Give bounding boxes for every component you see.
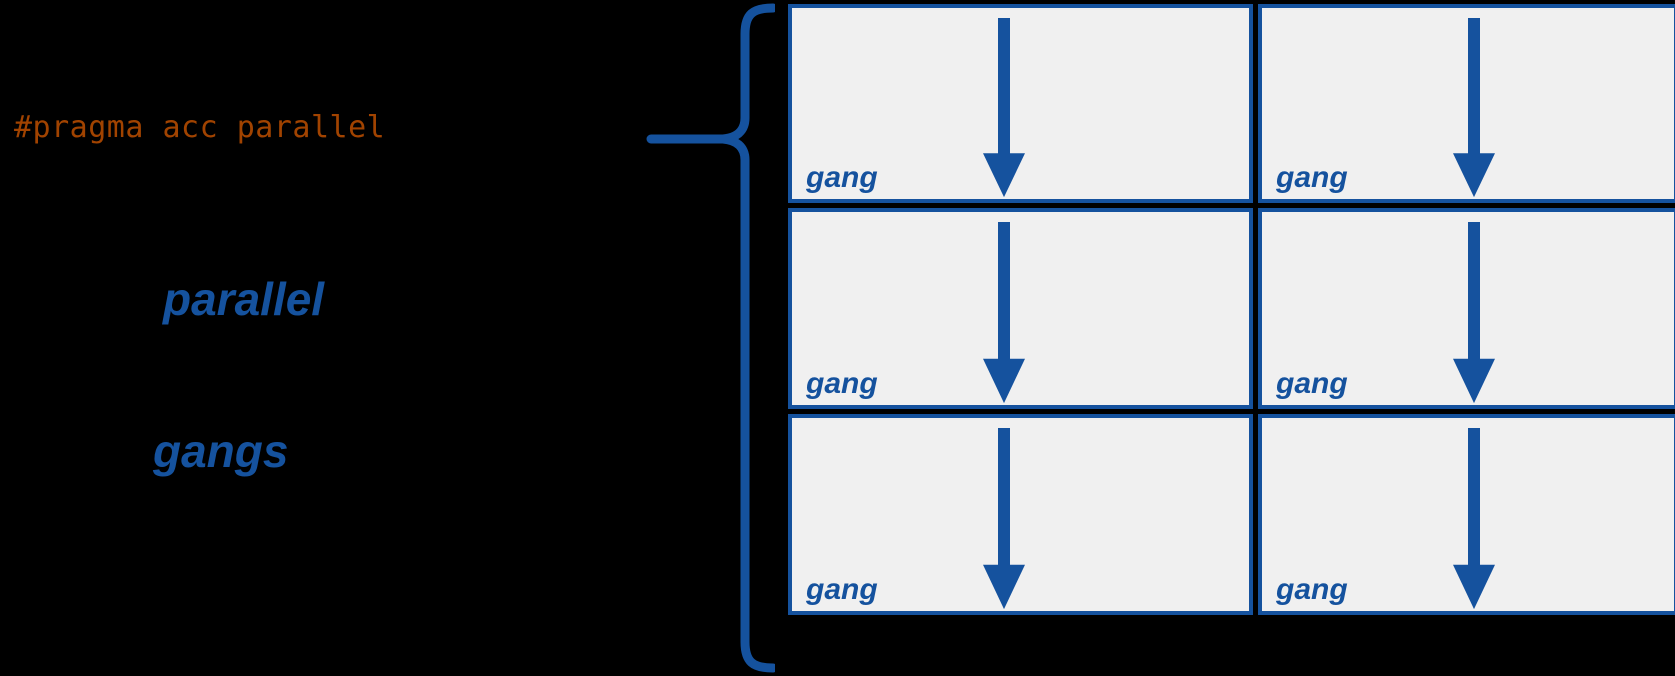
gang-box[interactable]: gang — [1258, 208, 1675, 409]
gang-label: gang — [806, 161, 878, 194]
gang-box[interactable]: gang — [788, 4, 1253, 203]
grouping-brace — [645, 0, 775, 676]
gang-box[interactable]: gang — [788, 208, 1253, 409]
down-arrow-icon — [982, 428, 1026, 611]
down-arrow-icon — [1452, 18, 1496, 199]
pragma-code-text: #pragma acc parallel — [14, 110, 386, 145]
brace-path — [646, 3, 775, 673]
gang-label: gang — [1276, 573, 1348, 606]
down-arrow-icon — [982, 222, 1026, 405]
down-arrow-icon — [1452, 222, 1496, 405]
gang-label: gang — [1276, 367, 1348, 400]
keyword-label-parallel: parallel — [163, 273, 325, 325]
gang-box[interactable]: gang — [1258, 414, 1675, 615]
gang-label: gang — [806, 367, 878, 400]
gang-grid: gang gang gang gang — [788, 4, 1675, 615]
gang-label: gang — [806, 573, 878, 606]
gang-label: gang — [1276, 161, 1348, 194]
down-arrow-icon — [1452, 428, 1496, 611]
gang-box[interactable]: gang — [788, 414, 1253, 615]
keyword-label-gangs: gangs — [153, 425, 289, 477]
down-arrow-icon — [982, 18, 1026, 199]
gang-box[interactable]: gang — [1258, 4, 1675, 203]
